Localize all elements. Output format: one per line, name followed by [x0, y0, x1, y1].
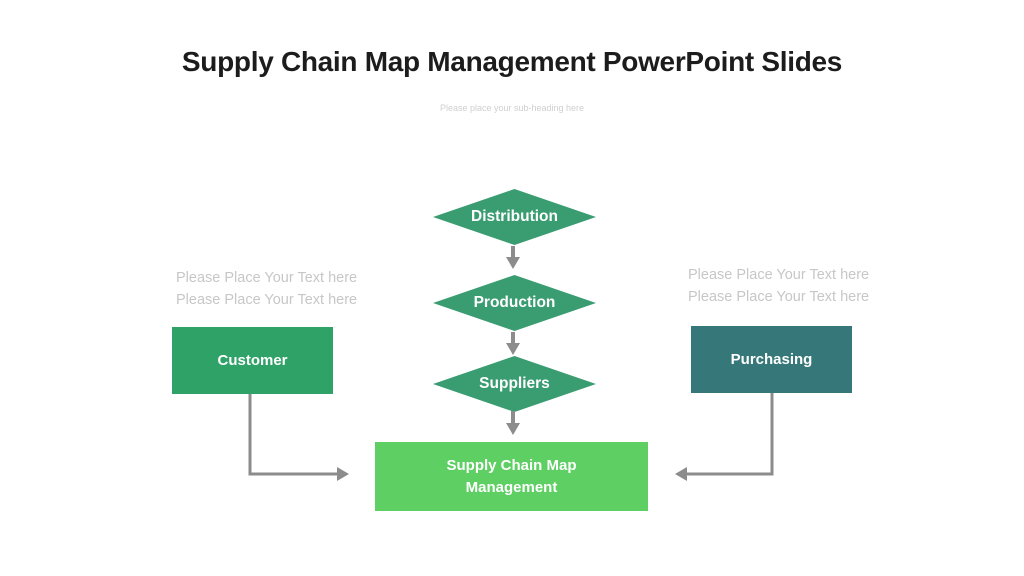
left-text-placeholder-line: Please Place Your Text here — [176, 270, 358, 286]
supply-chain-map-management-label: Supply Chain Map Management — [446, 456, 577, 496]
diamond-production: Production — [433, 275, 596, 331]
left-text-placeholder: Please Place Your Text here Please Place… — [176, 268, 357, 311]
right-text-placeholder: Please Place Your Text here Please Place… — [688, 265, 869, 308]
purchasing-box: Purchasing — [691, 326, 852, 393]
right-text-placeholder-line: Please Place Your Text here — [688, 288, 870, 305]
diamond-distribution-label: Distribution — [471, 208, 558, 225]
customer-box: Customer — [172, 327, 333, 394]
page-title: Supply Chain Map Management PowerPoint S… — [181, 46, 843, 77]
customer-elbow-arrow-icon — [248, 394, 349, 481]
left-text-placeholder-line: Please Place Your Text here — [176, 291, 358, 308]
diamond-distribution: Distribution — [433, 189, 596, 245]
purchasing-elbow-arrow-icon — [675, 393, 774, 481]
arrow-down-icon — [506, 411, 520, 435]
right-text-placeholder-line: Please Place Your Text here — [688, 267, 870, 283]
supply-chain-map-management-box: Supply Chain Map Management — [375, 442, 648, 511]
purchasing-box-label: Purchasing — [730, 351, 813, 368]
subheading-placeholder: Please place your sub-heading here — [439, 103, 585, 113]
diamond-production-label: Production — [473, 294, 556, 311]
diamond-suppliers-label: Suppliers — [479, 375, 550, 392]
customer-box-label: Customer — [217, 352, 288, 369]
diamond-suppliers: Suppliers — [433, 356, 596, 412]
arrow-down-icon — [506, 246, 520, 269]
arrow-down-icon — [506, 332, 520, 355]
